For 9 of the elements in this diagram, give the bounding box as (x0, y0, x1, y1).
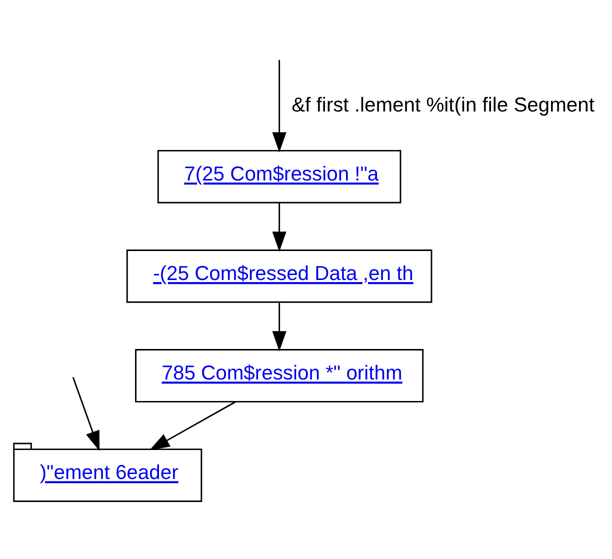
arrow (272, 202, 286, 252)
arrow (272, 302, 286, 351)
arrow (72, 376, 100, 451)
arrow (272, 59, 286, 152)
node-box: 7(25 Com$ression !"a (157, 149, 402, 203)
edge-label: &f first .lement %it(in file Segment (292, 94, 594, 116)
arrow (149, 400, 236, 450)
node-box: 785 Com$ression *" orithm (135, 348, 424, 402)
node-box: -(25 Com$ressed Data ,en th (126, 249, 432, 302)
